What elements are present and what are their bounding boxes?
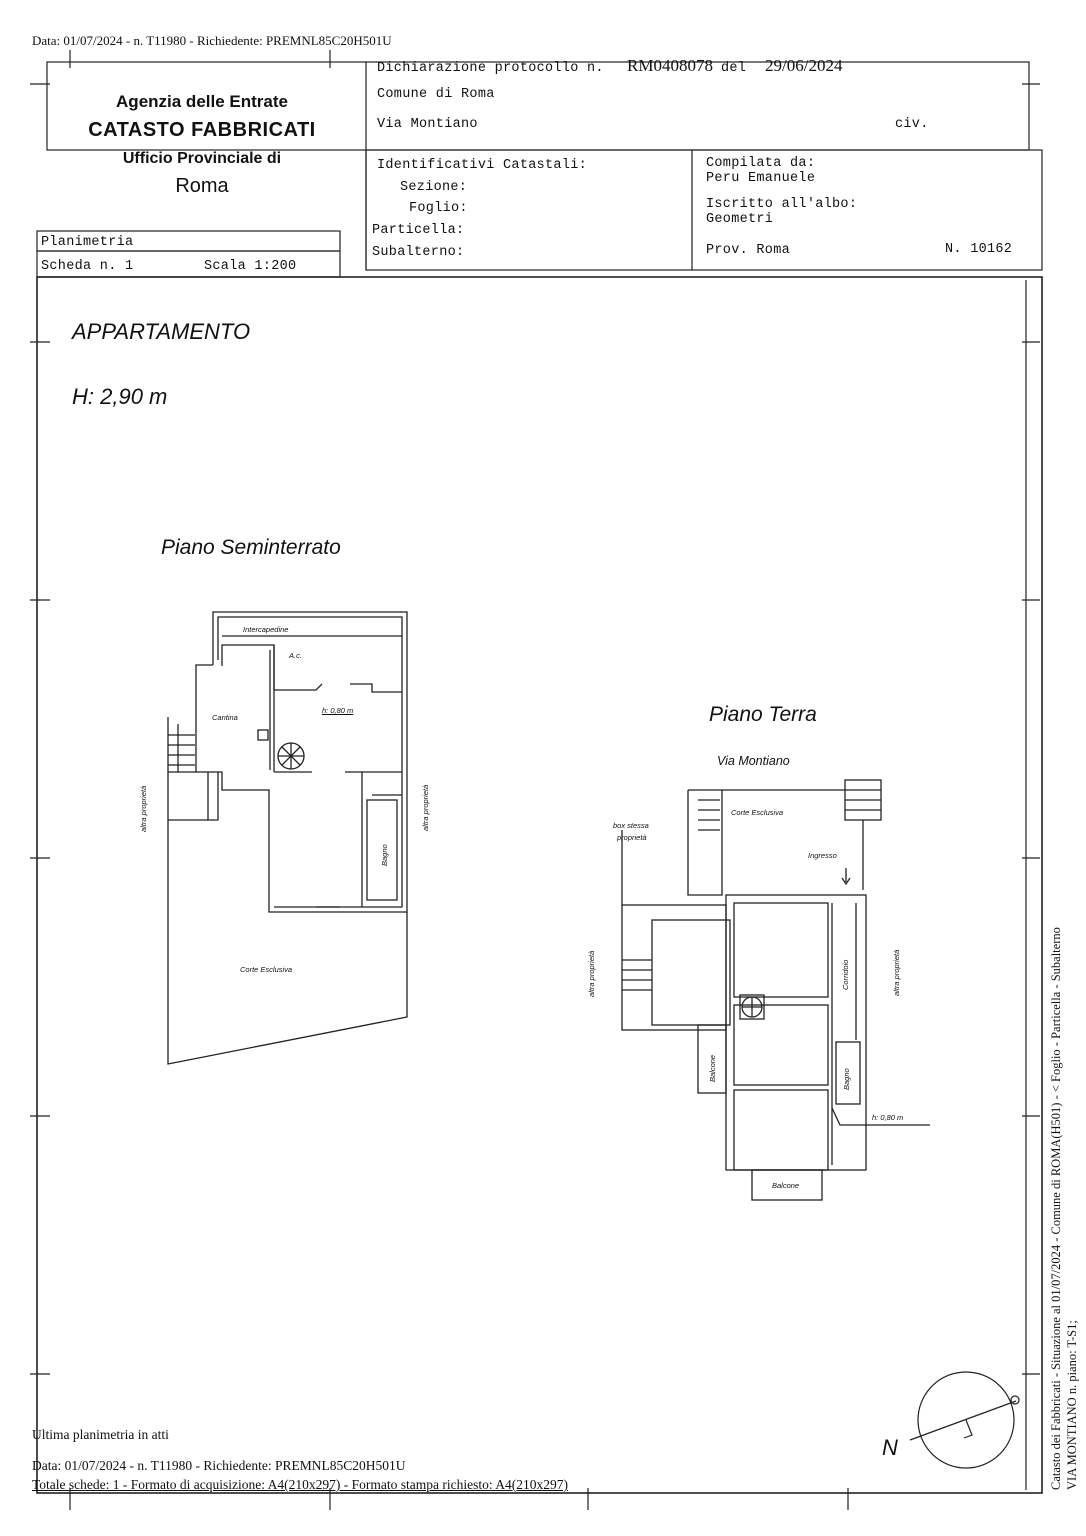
label-altra-proprieta-terra-left: altra proprietà <box>587 950 596 997</box>
agency-name: Agenzia delle Entrate <box>116 92 288 111</box>
label-altra-proprieta-semi-left: altra proprietà <box>139 785 148 832</box>
main-frame <box>36 276 1043 1494</box>
appartamento-title: APPARTAMENTO <box>72 319 251 344</box>
north-compass <box>909 1371 1020 1469</box>
ufficio-city: Roma <box>175 175 229 197</box>
scheda-label: Scheda n. 1 <box>41 259 134 274</box>
north-label: N <box>882 1435 898 1460</box>
label-box-stessa: box stessa <box>613 821 649 830</box>
subalterno-label: Subalterno: <box>372 245 465 260</box>
plan-terra <box>621 779 930 1201</box>
identificativi-title: Identificativi Catastali: <box>377 158 588 173</box>
piano-terra-title: Piano Terra <box>709 703 817 726</box>
footer-ultima: Ultima planimetria in atti <box>32 1427 169 1442</box>
prov-label: Prov. Roma <box>706 243 791 258</box>
dichiarazione-date: 29/06/2024 <box>765 56 843 75</box>
label-h080-terra: h: 0,80 m <box>872 1113 904 1122</box>
dichiarazione-number: RM0408078 <box>627 56 713 75</box>
scala-label: Scala 1:200 <box>204 259 297 274</box>
header-frame-identificativi <box>365 149 1043 271</box>
civ-label: civ. <box>895 117 929 132</box>
foglio-label: Foglio: <box>409 201 468 216</box>
side-address-text: VIA MONTIANO n. piano: T-S1; <box>1065 1320 1079 1490</box>
albo-number: N. 10162 <box>945 242 1013 257</box>
label-balcone-side: Balcone <box>708 1054 717 1082</box>
label-altra-proprieta-terra-right: altra proprietà <box>892 949 901 996</box>
compilata-name: Peru Emanuele <box>706 171 816 186</box>
dichiarazione-del: del <box>721 61 747 76</box>
albo-value: Geometri <box>706 212 774 227</box>
label-bagno-semi: Bagno <box>380 844 389 866</box>
label-corte-esclusiva-semi: Corte Esclusiva <box>240 965 293 974</box>
label-intercapedine: Intercapedine <box>243 625 289 634</box>
label-corridoio: Corridoio <box>841 959 850 990</box>
label-ingresso: Ingresso <box>808 851 837 860</box>
dichiarazione-label: Dichiarazione protocollo n. <box>377 61 604 76</box>
particella-label: Particella: <box>372 223 465 238</box>
side-situazione-text: Catasto dei Fabbricati - Situazione al 0… <box>1049 927 1063 1490</box>
piano-seminterrato-title: Piano Seminterrato <box>161 536 341 559</box>
label-balcone-bottom: Balcone <box>772 1181 800 1190</box>
label-corte-esclusiva-terra: Corte Esclusiva <box>731 808 784 817</box>
compilata-label: Compilata da: <box>706 156 816 171</box>
label-bagno-terra: Bagno <box>842 1068 851 1090</box>
label-h080-semi: h: 0,80 m <box>322 706 354 715</box>
label-ac: A.c. <box>289 651 302 660</box>
planimetria-label: Planimetria <box>41 235 134 250</box>
label-via-montiano: Via Montiano <box>717 754 790 768</box>
catasto-title: CATASTO FABBRICATI <box>88 119 316 141</box>
via: Via Montiano <box>377 117 478 132</box>
footer-data: Data: 01/07/2024 - n. T11980 - Richieden… <box>32 1458 406 1473</box>
label-cantina: Cantina <box>212 713 238 722</box>
sezione-label: Sezione: <box>400 180 468 195</box>
plan-seminterrato <box>167 611 408 1065</box>
label-box-proprieta: proprietà <box>617 833 647 842</box>
comune: Comune di Roma <box>377 87 495 102</box>
height-label: H: 2,90 m <box>72 384 168 409</box>
footer-totale: Totale schede: 1 - Formato di acquisizio… <box>32 1477 568 1492</box>
ufficio-label: Ufficio Provinciale di <box>122 150 282 167</box>
albo-label: Iscritto all'albo: <box>706 197 858 212</box>
label-altra-proprieta-semi-right: altra proprietà <box>421 784 430 831</box>
page-header-line: Data: 01/07/2024 - n. T11980 - Richieden… <box>32 33 392 48</box>
